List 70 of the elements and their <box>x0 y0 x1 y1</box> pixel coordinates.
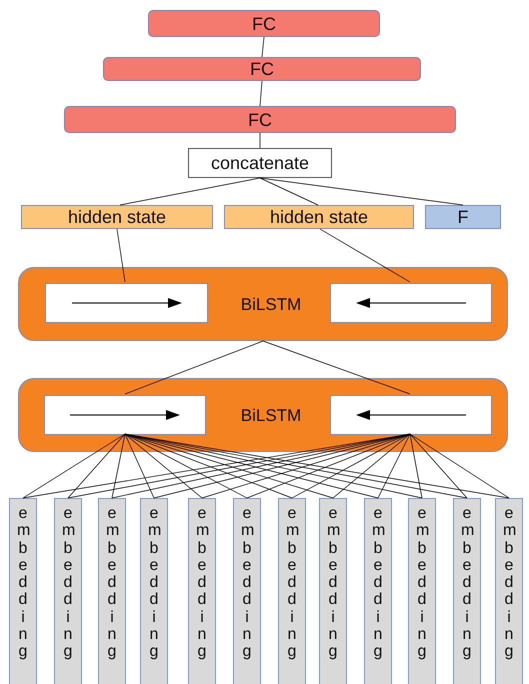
embedding-box <box>233 498 261 684</box>
embedding-label: embedding <box>196 505 208 660</box>
embedding-label: embedding <box>416 505 428 660</box>
connector-line <box>378 434 410 498</box>
connector-line <box>262 340 410 394</box>
box-label: FC <box>250 60 274 78</box>
connector-line <box>124 434 248 498</box>
embedding-label: embedding <box>503 505 515 660</box>
box-label: hidden state <box>68 208 166 226</box>
embedding-label: embedding <box>372 505 384 660</box>
layer-box <box>103 57 421 81</box>
state-box <box>21 205 213 229</box>
connector-line <box>410 434 468 498</box>
connector-line <box>320 228 410 282</box>
layer-panel <box>18 267 508 341</box>
layer-panel <box>18 378 508 452</box>
connector-line <box>124 434 154 498</box>
embedding-box <box>140 498 168 684</box>
embedding-label: embedding <box>106 505 118 660</box>
connector-line <box>202 434 410 498</box>
embedding-label: embedding <box>461 505 473 660</box>
embedding-box <box>9 498 37 684</box>
cell-box <box>330 283 492 323</box>
embedding-box <box>495 498 523 684</box>
embedding-label: embedding <box>17 505 29 660</box>
process-box <box>188 148 332 178</box>
box-label: F <box>458 208 468 226</box>
embedding-box <box>364 498 392 684</box>
connector-line <box>246 434 410 498</box>
embedding-label: embedding <box>286 505 298 660</box>
embedding-box <box>453 498 481 684</box>
connector-line <box>332 434 410 498</box>
embedding-box <box>54 498 82 684</box>
layer-box <box>64 106 456 133</box>
embedding-label: embedding <box>241 505 253 660</box>
box-label: FC <box>252 14 276 32</box>
connector-line <box>68 434 126 498</box>
embedding-box <box>98 498 126 684</box>
connector-line <box>124 434 202 498</box>
feature-box <box>425 205 501 229</box>
connector-line <box>116 228 126 282</box>
embedding-label: embedding <box>148 505 160 660</box>
connector-line <box>260 178 318 206</box>
embedding-box <box>278 498 306 684</box>
embedding-box <box>319 498 347 684</box>
embedding-label: embedding <box>62 505 74 660</box>
state-box <box>224 205 414 229</box>
embedding-box <box>188 498 216 684</box>
connector-line <box>22 434 126 498</box>
connector-line <box>124 340 264 394</box>
layer-label: BiLSTM <box>240 296 302 312</box>
connector-line <box>124 434 292 498</box>
connector-line <box>262 36 264 58</box>
cell-box <box>44 395 206 435</box>
connector-line <box>410 434 510 498</box>
embedding-box <box>408 498 436 684</box>
connector-line <box>260 178 464 206</box>
connector-line <box>410 434 422 498</box>
layer-label: BiLSTM <box>240 406 302 424</box>
connector-line <box>120 178 260 206</box>
cell-box <box>330 395 492 435</box>
box-label: concatenate <box>210 154 310 172</box>
connector-line <box>260 80 262 106</box>
box-label: hidden state <box>270 208 368 226</box>
layer-box <box>148 10 380 37</box>
embedding-label: embedding <box>327 505 339 660</box>
connector-line <box>112 434 126 498</box>
box-label: FC <box>248 110 272 128</box>
connector-line <box>292 434 410 498</box>
cell-box <box>45 283 208 323</box>
